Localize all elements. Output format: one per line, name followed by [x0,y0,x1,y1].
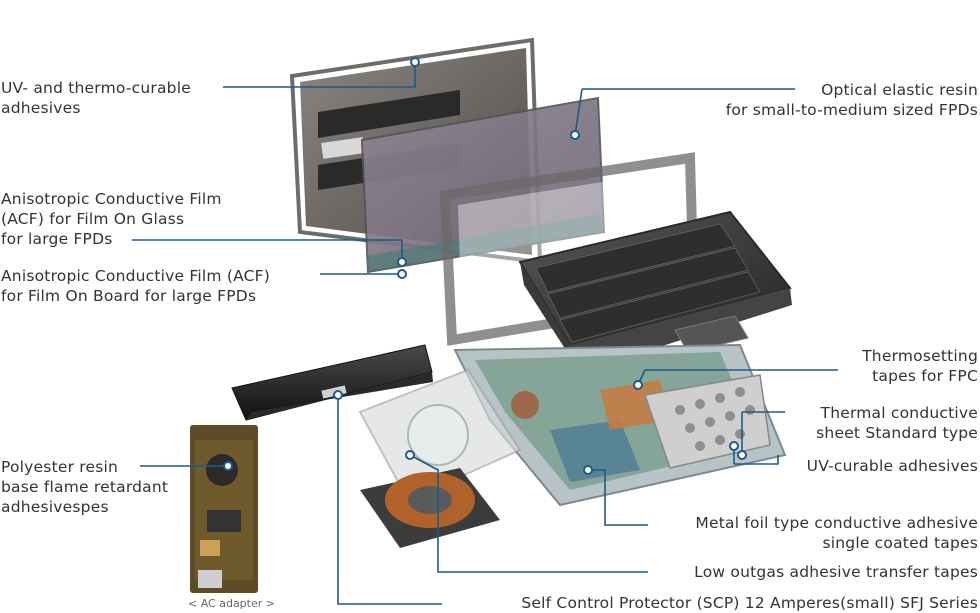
label-thermal-conductive-sheet: Thermal conductive sheet Standard type [816,403,978,443]
label-line: Self Control Protector (SCP) 12 Amperes(… [521,594,978,612]
label-line: base flame retardant [1,478,169,496]
label-metal-foil-conductive: Metal foil type conductive adhesive sing… [695,513,978,553]
label-line: Thermosetting [862,347,978,365]
hdd-assembly [358,368,522,548]
leader-markers [223,57,747,475]
label-line: Low outgas adhesive transfer tapes [694,563,978,581]
label-acf-film-on-glass: Anisotropic Conductive Film (ACF) for Fi… [1,189,222,249]
label-line: Metal foil type conductive adhesive [695,514,978,532]
label-line: sheet Standard type [816,424,978,442]
label-line: single coated tapes [822,534,978,552]
label-line: tapes for FPC [872,367,978,385]
label-polyester-resin: Polyester resin base flame retardant adh… [1,457,168,517]
label-optical-elastic-resin: Optical elastic resin for small-to-mediu… [726,80,978,120]
label-acf-film-on-board: Anisotropic Conductive Film (ACF) for Fi… [1,266,270,306]
label-uv-curable-adhesives: UV-curable adhesives [807,456,978,476]
label-line: adhesives [1,99,81,117]
leader-lines [132,62,838,605]
ac-adapter [190,425,258,593]
label-line: UV- and thermo-curable [1,79,191,97]
motherboard-base [453,343,787,507]
label-line: for large FPDs [1,230,113,248]
label-scp: Self Control Protector (SCP) 12 Amperes(… [521,593,978,613]
label-line: Optical elastic resin [821,81,978,99]
label-line: for small-to-medium sized FPDs [725,101,978,119]
label-line: Anisotropic Conductive Film (ACF) [1,267,271,285]
label-low-outgas-tapes: Low outgas adhesive transfer tapes [694,562,978,582]
caption-ac-adapter: < AC adapter > [188,597,275,610]
label-uv-thermo-curable-adhesives: UV- and thermo-curable adhesives [1,78,191,118]
label-thermosetting-tapes: Thermosetting tapes for FPC [862,346,978,386]
label-line: Polyester resin [1,458,119,476]
label-line: Thermal conductive [820,404,978,422]
label-line: Anisotropic Conductive Film [1,190,222,208]
label-line: UV-curable adhesives [806,457,978,475]
label-line: for Film On Board for large FPDs [1,287,257,305]
label-line: adhesivespes [1,498,109,516]
label-line: (ACF) for Film On Glass [1,210,185,228]
